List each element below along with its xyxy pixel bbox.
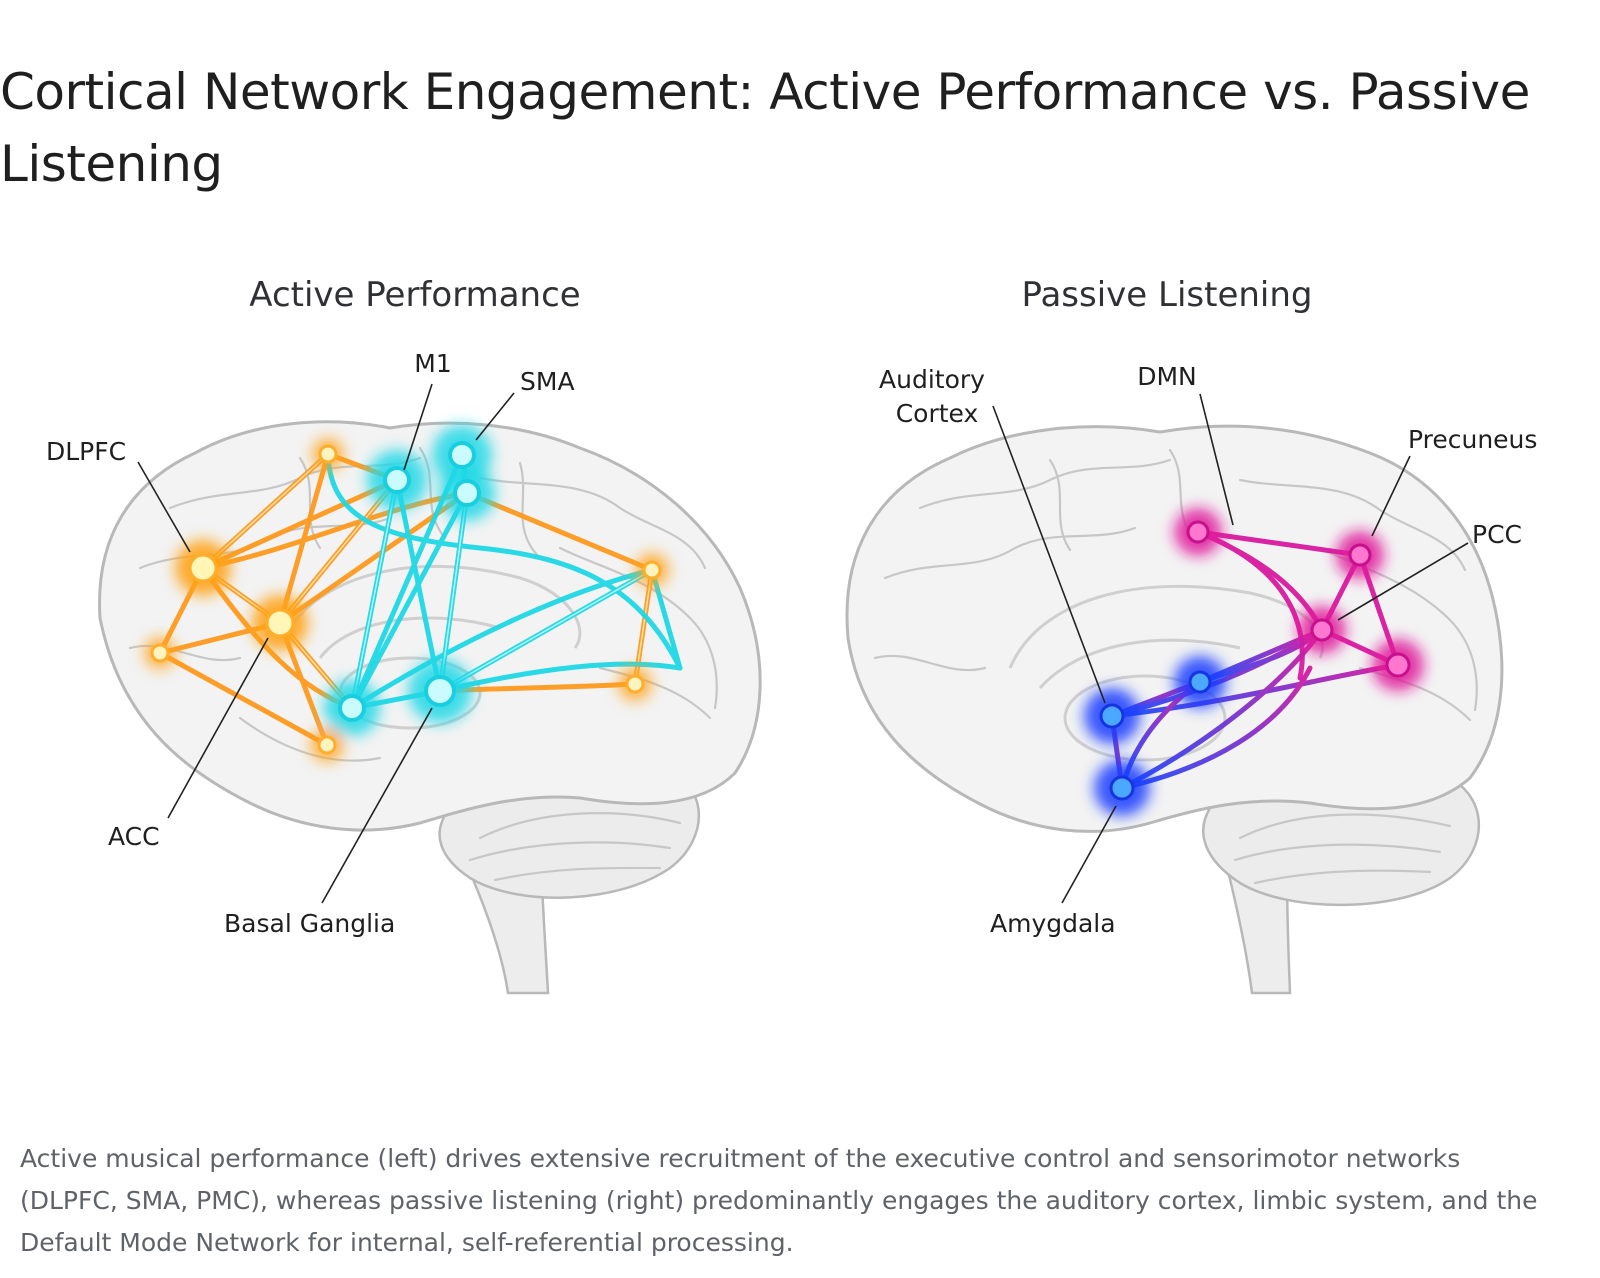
label-auditory-line1: Auditory	[879, 365, 985, 394]
node-auditory-cortex	[1099, 703, 1125, 729]
active-performance-panel: Active Performance	[46, 275, 762, 995]
label-precuneus: Precuneus	[1408, 425, 1537, 454]
passive-nodes	[1099, 520, 1411, 801]
node-pcc	[1310, 618, 1334, 642]
passive-node-glows	[1084, 508, 1424, 816]
passive-listening-title: Passive Listening	[1021, 275, 1312, 315]
active-performance-title: Active Performance	[249, 275, 580, 315]
node-dlpfc	[188, 553, 218, 583]
node-basal-ganglia	[424, 675, 456, 707]
label-sma: SMA	[520, 367, 575, 396]
label-auditory-line2: Cortex	[896, 399, 979, 428]
label-acc: ACC	[108, 822, 160, 851]
label-dlpfc: DLPFC	[46, 437, 126, 466]
right-brain-illustration	[845, 424, 1504, 995]
label-amygdala: Amygdala	[990, 909, 1116, 938]
active-nodes	[150, 441, 662, 755]
left-brain-illustration	[98, 420, 762, 995]
node-dmn	[1186, 520, 1210, 544]
node-precuneus	[1348, 543, 1372, 567]
node-m1	[383, 466, 411, 494]
label-pcc: PCC	[1472, 520, 1522, 549]
node-acc	[265, 608, 295, 638]
node-amygdala	[1109, 775, 1135, 801]
passive-listening-panel: Passive Listening	[845, 275, 1537, 995]
brain-network-figure: Active Performance	[0, 248, 1600, 1078]
page-title: Cortical Network Engagement: Active Perf…	[0, 63, 1530, 193]
node-sma	[448, 441, 476, 469]
label-m1: M1	[414, 349, 451, 378]
label-basal-ganglia: Basal Ganglia	[224, 909, 395, 938]
active-leader-lines	[137, 383, 515, 904]
label-dmn: DMN	[1137, 362, 1197, 391]
passive-leader-lines	[992, 393, 1469, 904]
figure-caption: Active musical performance (left) drives…	[20, 1144, 1538, 1257]
